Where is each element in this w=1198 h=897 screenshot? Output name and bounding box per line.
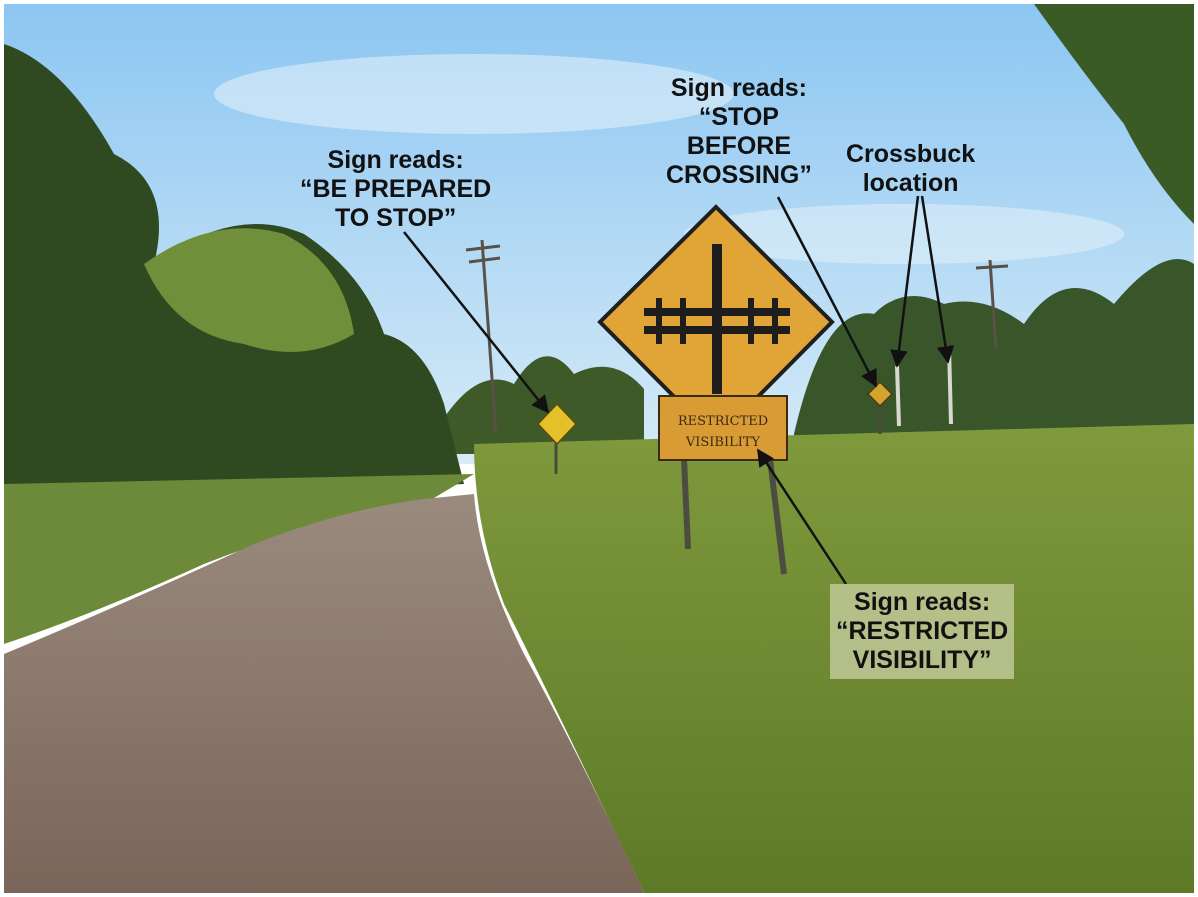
utility-pole [975,259,1009,350]
annotation-line: location [862,169,959,197]
arrow-crossbuck-left [890,195,920,368]
annotation-line: CROSSING” [666,161,812,189]
arrow-restricted [756,448,848,585]
left-tree-highlight [144,228,354,352]
crossing-symbol-vertical [712,244,722,394]
annotation-line: VISIBILITY” [852,646,992,674]
annotation-line: Sign reads: [854,588,991,616]
cloud [214,54,734,134]
annotation-line: Crossbuck [846,140,976,168]
arrow-stop-before [776,196,878,388]
annotation-line: “STOP [698,103,779,131]
arrow-crossbuck-right [920,195,955,364]
stop-before-crossing-sign [866,380,894,434]
annotation-line: TO STOP” [334,204,457,232]
annotation-arrows [403,195,955,585]
annotation-line: Sign reads: [670,74,807,102]
annotation-crossbuck-location: Crossbuck location [846,140,975,198]
annotation-line: BEFORE [686,132,792,160]
annotation-stop-before-crossing: Sign reads: “STOP BEFORE CROSSING” [666,74,812,190]
annotation-be-prepared: Sign reads: “BE PREPARED TO STOP” [300,146,491,233]
be-prepared-sign [536,402,578,474]
annotation-restricted-visibility: Sign reads: “RESTRICTED VISIBILITY” [830,584,1015,679]
annotation-line: “RESTRICTED [836,617,1009,645]
arrow-be-prepared [403,231,550,414]
annotation-line: “BE PREPARED [300,175,492,203]
plate-text-line2: VISIBILITY [685,435,761,450]
plate-text-line1: RESTRICTED [678,414,768,429]
annotation-line: Sign reads: [327,146,464,174]
scene-illustration: RESTRICTED VISIBILITY [4,4,1194,893]
road-scene-photo: RESTRICTED VISIBILITY Sign reads: “BE PR… [4,4,1194,893]
gravel-road [4,494,644,893]
top-right-foliage [1034,4,1194,224]
cloud [684,204,1124,264]
